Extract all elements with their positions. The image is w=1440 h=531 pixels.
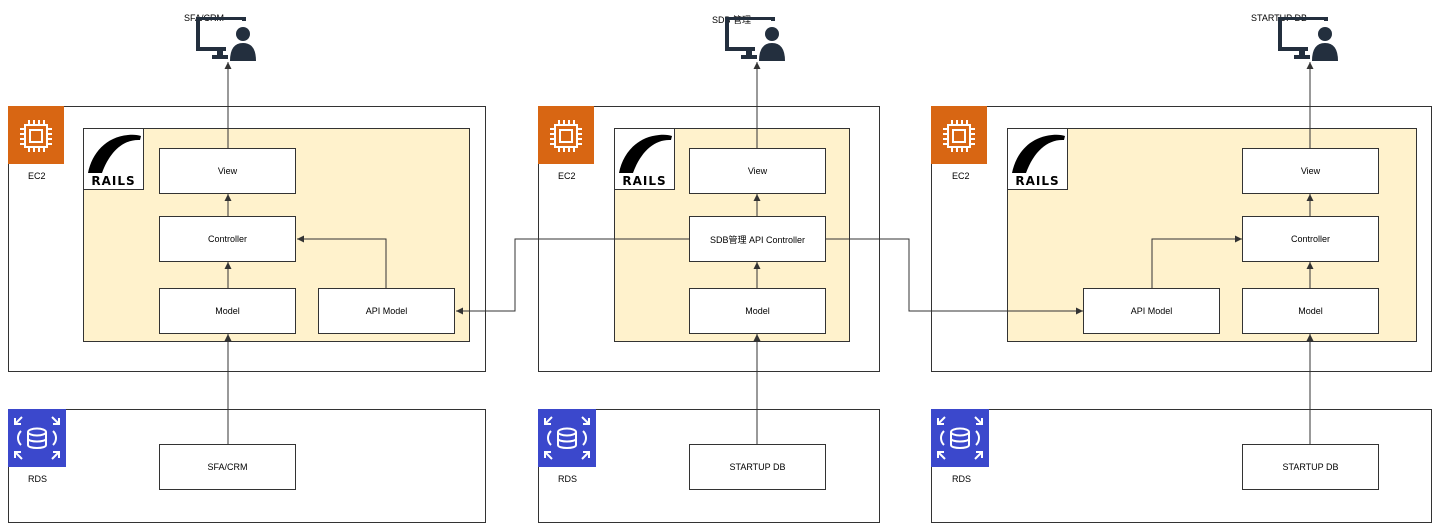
- admin-workstation-icon: [196, 17, 256, 61]
- api-model-box-3[interactable]: API Model: [1083, 288, 1220, 334]
- rails-train-icon: [88, 134, 141, 173]
- view-box-2[interactable]: View: [689, 148, 826, 194]
- view-box-3[interactable]: View: [1242, 148, 1379, 194]
- rds-label-1: RDS: [28, 474, 48, 484]
- controller-box-3[interactable]: Controller: [1242, 216, 1379, 262]
- model-box-1[interactable]: Model: [159, 288, 296, 334]
- rails-logo-text: RAILS: [1015, 174, 1060, 188]
- rds-label-3: RDS: [952, 474, 972, 484]
- controller-box-2[interactable]: SDB管理 API Controller: [689, 216, 826, 262]
- controller-box-1[interactable]: Controller: [159, 216, 296, 262]
- rds-icon: [931, 409, 989, 467]
- rails-logo-3: RAILS: [1007, 128, 1068, 190]
- rds-icon: [538, 409, 596, 467]
- admin-workstation-icon: [1278, 17, 1338, 61]
- rails-train-icon: [1012, 134, 1065, 173]
- ec2-icon: [931, 106, 987, 164]
- ec2-label-2: EC2: [558, 171, 576, 181]
- model-box-3[interactable]: Model: [1242, 288, 1379, 334]
- view-box-1[interactable]: View: [159, 148, 296, 194]
- rds-icon: [8, 409, 66, 467]
- rails-logo-2: RAILS: [614, 128, 675, 190]
- rails-logo-text: RAILS: [91, 174, 136, 188]
- database-box-1[interactable]: SFA/CRM: [159, 444, 296, 490]
- model-box-2[interactable]: Model: [689, 288, 826, 334]
- api-model-box-1[interactable]: API Model: [318, 288, 455, 334]
- rails-logo-text: RAILS: [622, 174, 667, 188]
- database-box-2[interactable]: STARTUP DB: [689, 444, 826, 490]
- database-box-3[interactable]: STARTUP DB: [1242, 444, 1379, 490]
- ec2-label-1: EC2: [28, 171, 46, 181]
- ec2-icon: [538, 106, 594, 164]
- ec2-label-3: EC2: [952, 171, 970, 181]
- rds-label-2: RDS: [558, 474, 578, 484]
- admin-workstation-icon: [725, 17, 785, 61]
- ec2-icon: [8, 106, 64, 164]
- rails-logo-1: RAILS: [83, 128, 144, 190]
- rails-train-icon: [619, 134, 672, 173]
